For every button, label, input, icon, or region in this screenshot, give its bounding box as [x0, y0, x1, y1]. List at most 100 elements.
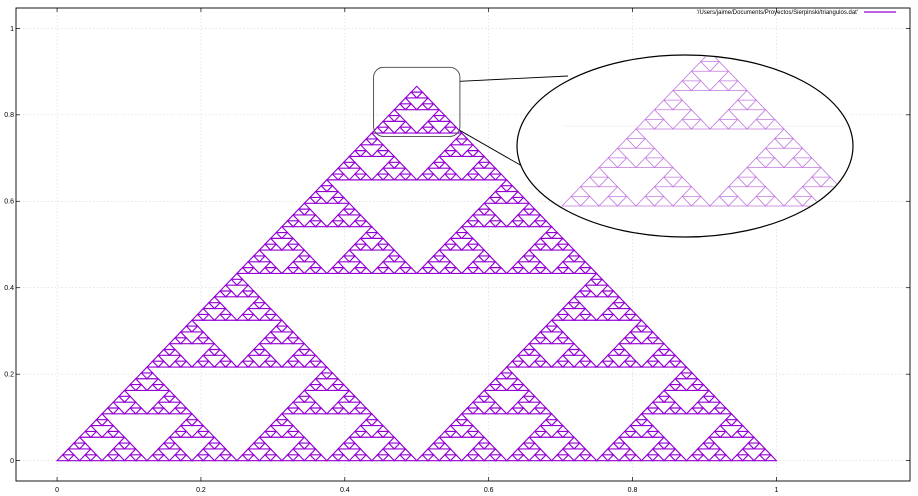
fractal-triangle: [598, 176, 619, 188]
fractal-triangle: [336, 219, 351, 228]
fractal-triangle: [685, 407, 700, 415]
fractal-triangle: [426, 161, 441, 169]
fractal-triangle: [286, 331, 301, 339]
fractal-triangle: [359, 453, 374, 462]
fractal-triangle: [302, 395, 317, 403]
fractal-triangle: [572, 360, 587, 368]
fractal-triangle: [314, 184, 329, 193]
fractal-triangle: [702, 389, 716, 397]
fractal-triangle: [78, 430, 93, 438]
fractal-triangle: [291, 360, 306, 368]
fractal-triangle: [527, 243, 542, 251]
fractal-triangle: [516, 348, 531, 356]
fractal-triangle: [449, 243, 464, 251]
fractal-triangle: [331, 214, 346, 222]
fractal-triangle: [336, 266, 351, 275]
fractal-triangle: [640, 418, 655, 427]
fractal-triangle: [730, 418, 745, 427]
fractal-triangle: [685, 453, 700, 462]
fractal-triangle: [783, 138, 804, 149]
fractal-triangle: [308, 448, 323, 456]
fractal-triangle: [449, 430, 464, 438]
fractal-triangle: [718, 70, 739, 82]
fractal-triangle: [134, 372, 149, 380]
fractal-triangle: [179, 336, 194, 345]
fractal-triangle: [218, 307, 233, 315]
fractal-triangle: [359, 173, 374, 181]
fractal-triangle: [392, 442, 407, 450]
fractal-triangle: [635, 157, 656, 168]
fractal-triangle: [207, 436, 222, 444]
fractal-triangle: [241, 354, 256, 362]
fractal-triangle: [370, 266, 385, 275]
fractal-triangle: [539, 219, 553, 228]
fractal-triangle: [460, 418, 475, 427]
fractal-triangle: [302, 360, 317, 368]
fractal-triangle: [449, 266, 464, 275]
fractal-triangle: [617, 360, 632, 368]
fractal-triangle: [415, 453, 430, 462]
fractal-triangle: [494, 383, 509, 392]
fractal-triangle: [201, 313, 216, 321]
fractal-triangle: [443, 120, 458, 128]
fractal-triangle: [690, 377, 705, 386]
fractal-triangle: [516, 208, 531, 216]
fractal-triangle: [644, 186, 665, 197]
fractal-triangle: [314, 453, 329, 462]
fractal-triangle: [533, 237, 548, 245]
fractal-triangle: [179, 325, 194, 333]
fractal-triangle: [370, 149, 385, 158]
fractal-triangle: [421, 167, 435, 175]
fractal-triangle: [567, 249, 582, 257]
fractal-triangle: [269, 453, 284, 462]
fractal-triangle: [336, 255, 351, 263]
fractal-triangle: [505, 372, 520, 380]
fractal-triangle: [252, 436, 267, 444]
fractal-triangle: [213, 301, 228, 310]
fractal-triangle: [151, 401, 166, 409]
fractal-triangle: [499, 179, 514, 187]
fractal-triangle: [460, 149, 475, 158]
fractal-triangle: [302, 219, 317, 228]
fractal-triangle: [123, 383, 138, 392]
fractal-triangle: [353, 214, 368, 222]
fractal-triangle: [196, 354, 211, 362]
zoom-inset-background: [517, 55, 853, 237]
fractal-triangle: [488, 401, 503, 409]
fractal-triangle: [111, 453, 126, 462]
fractal-triangle: [550, 360, 565, 368]
fractal-triangle: [168, 430, 183, 438]
fractal-triangle: [572, 301, 587, 310]
fractal-triangle: [190, 360, 205, 368]
fractal-triangle: [628, 453, 643, 462]
fractal-triangle: [263, 448, 278, 456]
x-tick-label: 0.8: [628, 487, 638, 494]
fractal-triangle: [235, 360, 250, 368]
fractal-triangle: [347, 266, 362, 275]
fractal-triangle: [331, 401, 346, 409]
fractal-triangle: [623, 331, 638, 339]
fractal-triangle: [258, 313, 272, 321]
fractal-triangle: [359, 418, 374, 427]
fractal-triangle: [308, 214, 323, 222]
fractal-triangle: [359, 138, 374, 146]
fractal-triangle: [690, 118, 711, 130]
fractal-triangle: [291, 430, 306, 438]
plot-frame: [15, 7, 911, 482]
fractal-triangle: [578, 307, 593, 315]
fractal-triangle: [672, 99, 693, 111]
fractal-triangle: [246, 301, 261, 310]
fractal-triangle: [213, 348, 228, 356]
fractal-triangle: [657, 389, 671, 397]
fractal-triangle: [550, 430, 565, 438]
fractal-triangle: [415, 103, 430, 111]
fractal-series: [55, 85, 778, 462]
fractal-triangle: [617, 442, 632, 450]
fractal-triangle: [651, 442, 666, 450]
fractal-triangle: [494, 173, 509, 181]
fractal-triangle: [681, 186, 702, 197]
fractal-triangle: [162, 436, 177, 444]
fractal-triangle: [426, 442, 441, 450]
fractal-triangle: [510, 260, 525, 269]
fractal-triangle: [190, 336, 205, 345]
